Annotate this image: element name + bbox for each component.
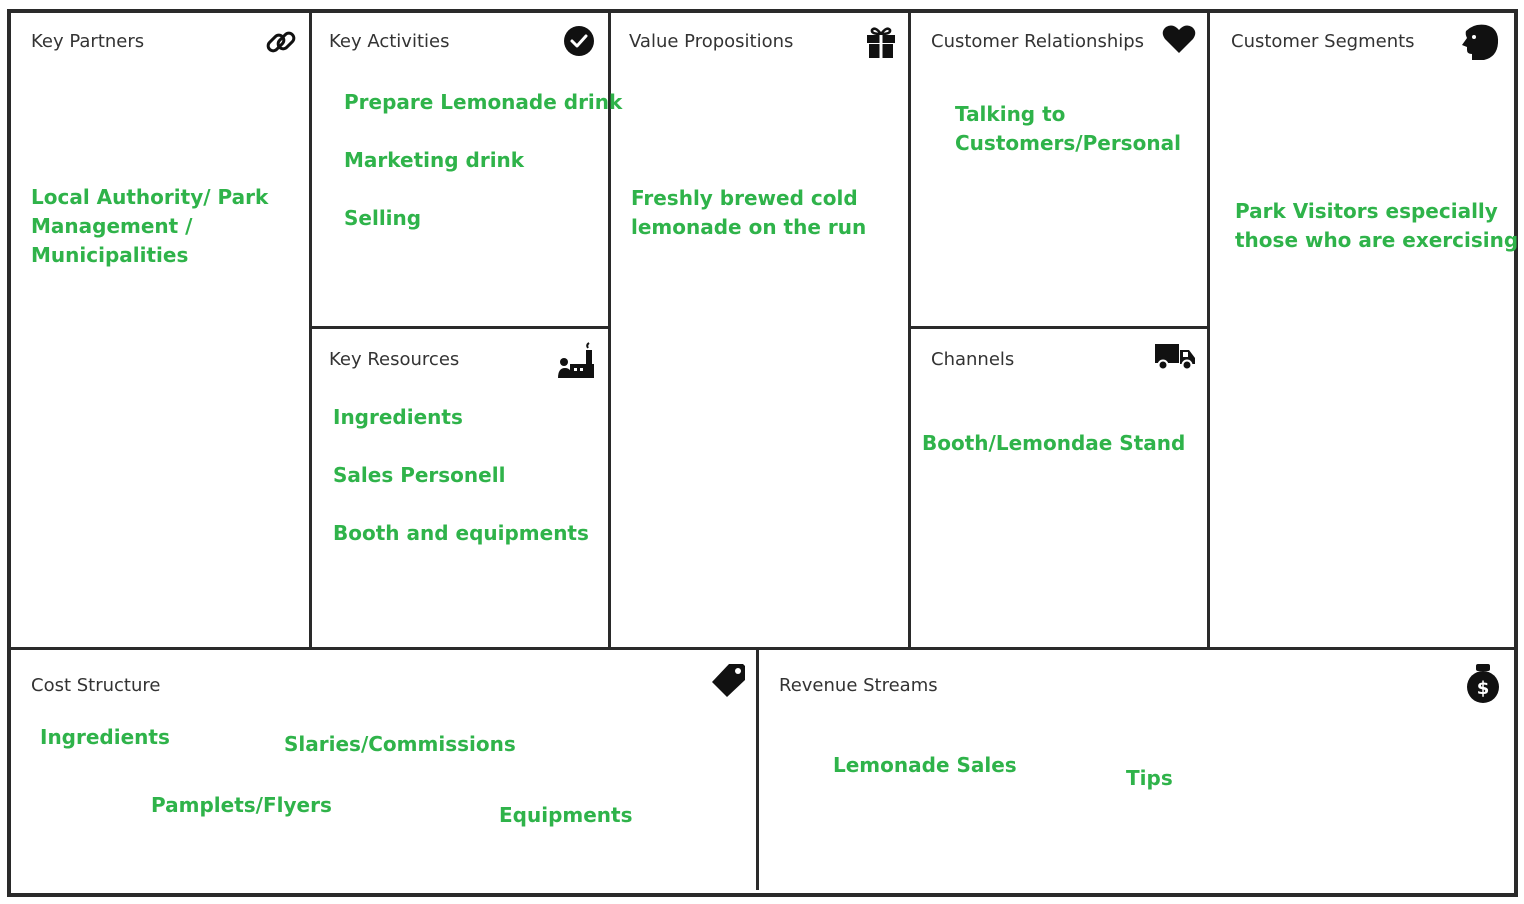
list-item: Equipments [499,803,633,827]
block-title: Customer Segments [1231,31,1415,52]
link-icon [264,25,298,59]
list-item: Sales Personell [333,463,506,487]
truck-icon [1154,342,1196,372]
divider [11,647,1514,650]
svg-text:$: $ [1477,678,1490,699]
list-item: Management / [31,214,193,238]
block-title: Cost Structure [31,675,161,696]
divider [309,11,312,649]
list-item: Selling [344,206,422,230]
divider [608,11,611,649]
list-item: Tips [1126,766,1173,790]
block-title: Key Activities [329,31,450,52]
list-item: Talking to [955,102,1066,126]
list-item: Pamplets/Flyers [151,793,332,817]
list-item: Ingredients [40,725,170,749]
block-title: Key Partners [31,31,145,52]
block-title: Key Resources [329,349,460,370]
face-profile-icon [1458,23,1500,63]
canvas-frame [7,9,1518,897]
list-item: Ingredients [333,405,463,429]
gift-icon [865,25,897,59]
list-item: Booth and equipments [333,521,589,545]
block-title: Channels [931,349,1015,370]
block-title: Revenue Streams [779,675,938,696]
list-item: those who are exercising [1235,228,1519,252]
divider [1207,11,1210,649]
money-bag-icon: $ [1465,662,1501,704]
list-item: Slaries/Commissions [284,732,516,756]
divider [756,649,759,890]
checkmark-circle-icon [563,25,595,57]
divider [311,326,609,329]
block-title: Value Propositions [629,31,794,52]
list-item: Freshly brewed cold [631,186,858,210]
divider [908,11,911,649]
list-item: Municipalities [31,243,189,267]
list-item: Customers/Personal [955,131,1181,155]
list-item: Local Authority/ Park [31,185,269,209]
list-item: Booth/Lemondae Stand [922,431,1186,455]
list-item: Prepare Lemonade drink [344,90,623,114]
list-item: Marketing drink [344,148,525,172]
list-item: Lemonade Sales [833,753,1017,777]
block-title: Customer Relationships [931,31,1145,52]
factory-worker-icon [556,342,596,380]
list-item: lemonade on the run [631,215,867,239]
price-tag-icon [711,662,747,698]
list-item: Park Visitors especially [1235,199,1498,223]
divider [910,326,1208,329]
heart-icon [1162,24,1196,54]
